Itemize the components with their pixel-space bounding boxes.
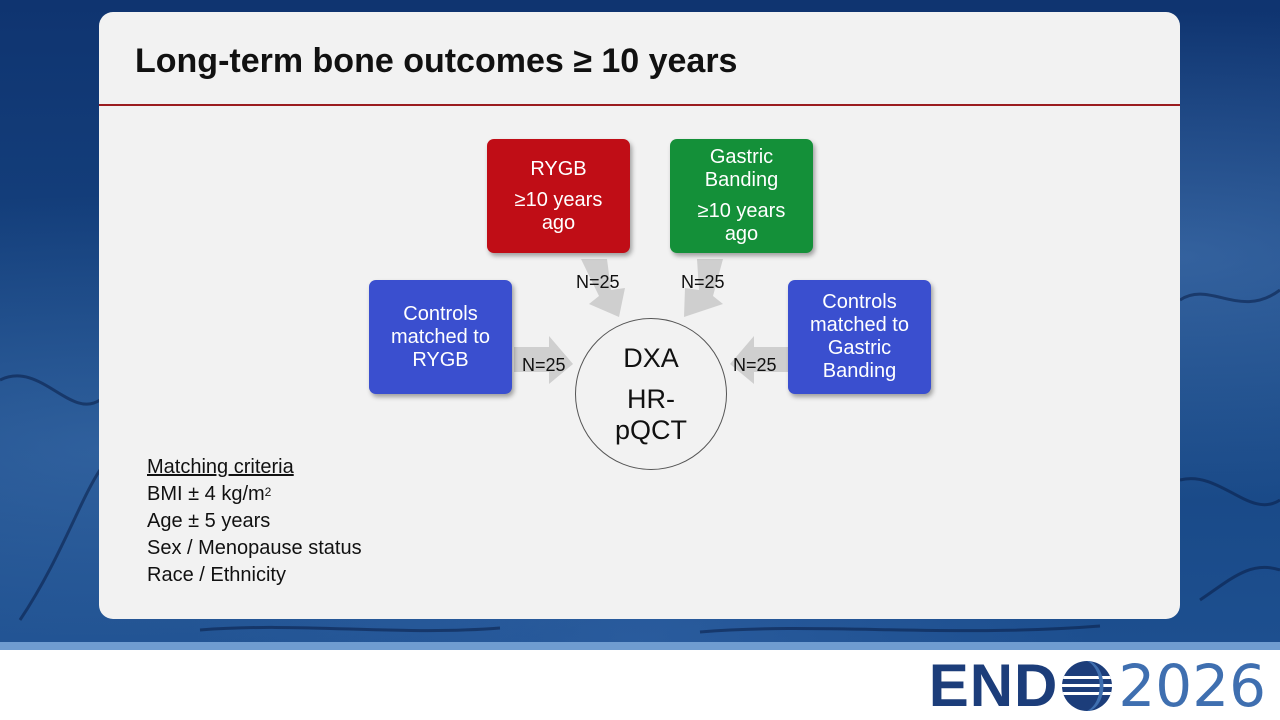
slide-title: Long-term bone outcomes ≥ 10 years [135, 42, 738, 80]
criteria-item: Age ± 5 years [147, 510, 271, 532]
controls-rygb-text: Controls matched to RYGB [391, 302, 490, 371]
arrow-controls-rygb [514, 336, 573, 384]
footer-stripe [0, 642, 1280, 650]
arrow-controls-banding [730, 336, 789, 384]
dxa-label: DXA [623, 342, 679, 373]
gastric-banding-timeframe: ≥10 years ago [697, 200, 786, 245]
rygb-title: RYGB [530, 157, 587, 180]
controls-banding-text: Controls matched to Gastric Banding [810, 291, 909, 382]
vein-pattern [0, 288, 1280, 634]
criteria-bmi-text: BMI ± 4 kg/m [147, 483, 265, 505]
measurement-circle: DXA HR-pQCT [575, 318, 727, 470]
n-label-rygb: N=25 [576, 272, 620, 292]
n-label-banding: N=25 [681, 272, 725, 292]
hrpqct-label: HR-pQCT [614, 383, 687, 445]
globe-icon [1062, 661, 1113, 711]
controls-rygb-box: Controls matched to RYGB [369, 280, 512, 394]
logo-word: END [928, 652, 1059, 719]
arrows-layer [514, 259, 789, 384]
rygb-timeframe: ≥10 years ago [514, 188, 603, 234]
n-label-controls-rygb: N=25 [522, 355, 566, 375]
gastric-banding-box: Gastric Banding ≥10 years ago [670, 139, 813, 253]
criteria-heading: Matching criteria [147, 456, 294, 478]
arrow-banding [684, 259, 723, 317]
arrow-rygb [581, 259, 625, 317]
title-divider [99, 104, 1180, 106]
criteria-bmi-sup: 2 [264, 485, 272, 499]
criteria-item: Race / Ethnicity [147, 564, 286, 586]
controls-banding-box: Controls matched to Gastric Banding [788, 280, 931, 394]
n-label-controls-banding: N=25 [733, 355, 777, 375]
gastric-banding-title: Gastric Banding [704, 146, 779, 191]
slide-card: Long-term bone outcomes ≥ 10 years RYGB … [99, 12, 1180, 619]
endo-logo: END 2026 [928, 652, 1266, 720]
matching-criteria: Matching criteria BMI ± 4 kg/m2 Age ± 5 … [147, 454, 362, 589]
rygb-box: RYGB ≥10 years ago [487, 139, 630, 253]
criteria-bmi: BMI ± 4 kg/m2 [147, 481, 362, 508]
criteria-item: Sex / Menopause status [147, 537, 362, 559]
logo-year: 2026 [1118, 652, 1266, 720]
